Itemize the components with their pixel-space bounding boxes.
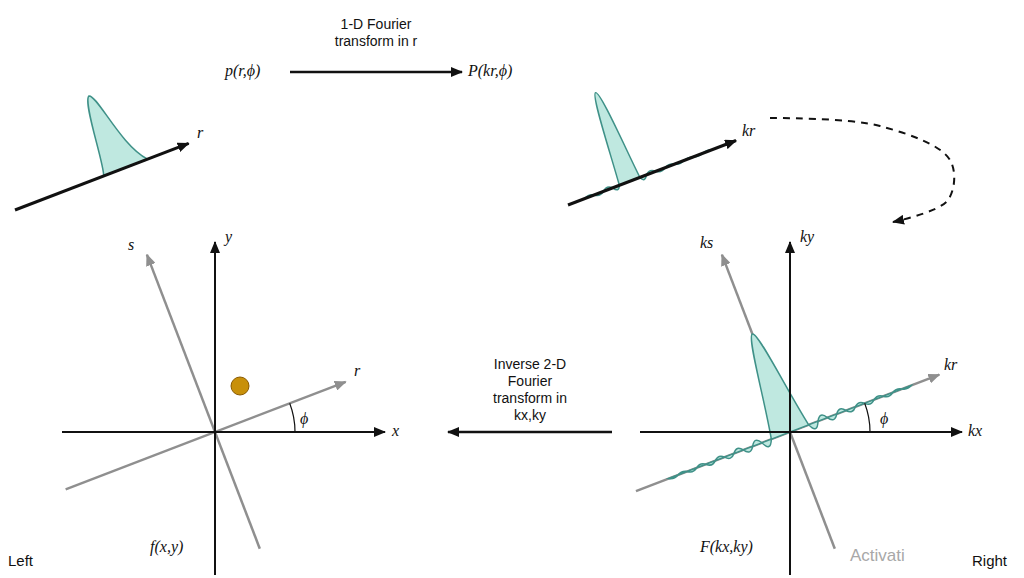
axis-label: kx [968, 422, 982, 440]
angle-label: ϕ [300, 410, 308, 428]
projection-plot [0, 69, 189, 210]
axis-label: kr [944, 356, 957, 374]
transform-label: Inverse 2-D Fourier transform in kx,ky [478, 356, 582, 424]
frequency-space-axes [568, 197, 984, 578]
kr-axis [568, 140, 736, 205]
r-axis [66, 382, 346, 490]
plot-panel: s y r ϕ x f(x,y) [40, 222, 448, 572]
axis-label: x [392, 422, 399, 440]
axis-label: ks [700, 234, 713, 252]
function-label: P(kr,ϕ) [468, 62, 512, 80]
function-label: F(kx,ky) [700, 538, 753, 556]
y-axis [214, 242, 216, 575]
plot-panel: P(kr,ϕ) kr [462, 50, 770, 220]
axis-label: ky [800, 228, 814, 246]
axis-label: kr [742, 122, 755, 140]
axis-label: r [197, 124, 203, 142]
axis-label: y [225, 228, 232, 246]
spectrum-slice [631, 287, 914, 484]
x-axis [62, 431, 385, 433]
transform-arrow [290, 71, 462, 74]
panel-label: Right [972, 552, 1007, 569]
spectrum-plot [534, 52, 737, 208]
object-dot [231, 377, 249, 395]
function-label: f(x,y) [150, 538, 183, 556]
kx-axis [640, 431, 962, 433]
angle-arc [290, 403, 295, 432]
angle-label: ϕ [880, 410, 888, 428]
s-axis [147, 255, 260, 549]
axis-label: r [354, 362, 360, 380]
watermark: Activati [850, 546, 905, 566]
r-axis [15, 143, 189, 210]
connector-layer [290, 72, 954, 432]
image-space-axes [0, 204, 390, 578]
axis-label: s [128, 236, 134, 254]
plot-panel: ks ky kr ϕ kxF(kx,ky) [612, 222, 1012, 572]
angle-arc [865, 403, 870, 432]
function-label: p(r,ϕ) [225, 62, 260, 80]
panel-label: Left [8, 552, 33, 569]
transform-label: 1-D Fourier transform in r [312, 16, 440, 50]
transform-arrow [770, 118, 954, 222]
plot-panel: p(r,ϕ) r [8, 50, 290, 220]
ky-axis [789, 242, 791, 575]
transform-arrow [448, 431, 612, 434]
